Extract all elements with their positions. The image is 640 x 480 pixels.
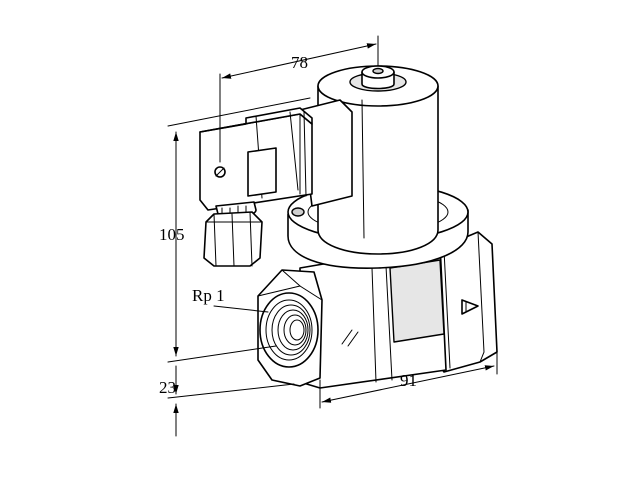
inlet-thread-port [259,292,319,368]
hatch-mark [341,329,359,347]
cable-gland [203,201,263,267]
dimension-105-label: 105 [159,225,185,244]
flow-direction-arrow-icon [461,299,479,315]
dimension-23-label: 23 [159,378,176,397]
dimension-105: 105 [159,97,311,363]
dimension-23: 23 [159,365,295,437]
coil-nut [361,65,395,90]
valve-body [257,231,498,389]
thread-label: Rp 1 [192,286,225,305]
cable-connector [199,99,353,267]
screw-icon [214,166,226,178]
thread-callout: Rp 1 [192,286,269,313]
bonnet-screw-left [291,207,305,217]
dimension-91: 91 [319,351,498,409]
dimension-78-label: 78 [291,53,308,72]
dimension-91-label: 91 [400,371,417,390]
label-window [247,147,277,197]
dimension-78: 78 [219,35,379,163]
